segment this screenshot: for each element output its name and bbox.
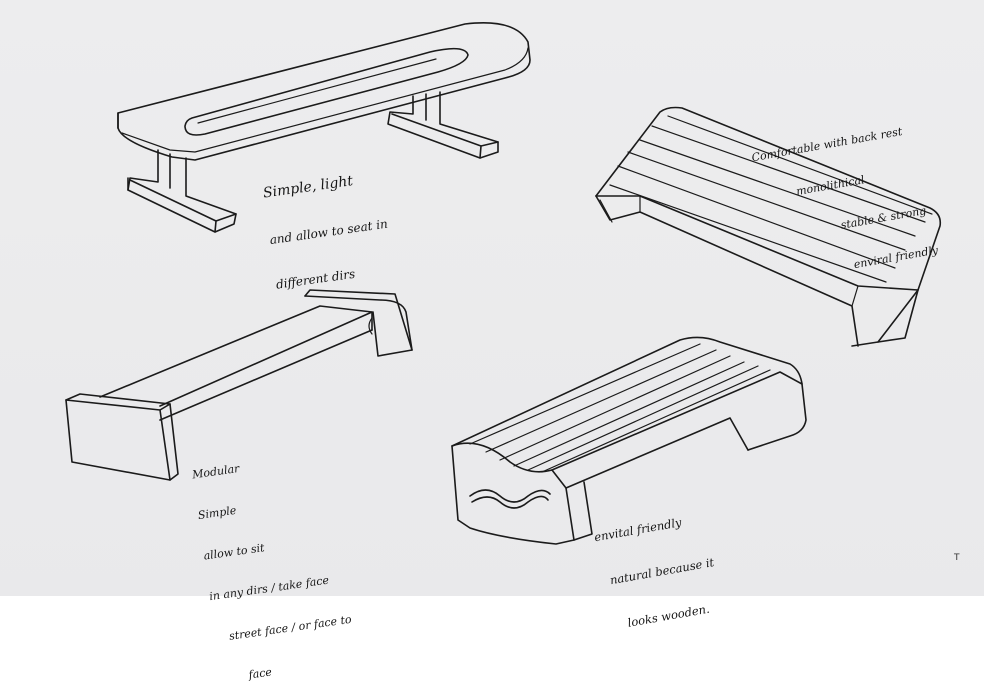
note-line: Simple bbox=[197, 503, 238, 522]
note-line: Modular bbox=[191, 461, 241, 481]
note-line: face bbox=[247, 665, 273, 682]
note-bench-simple: Simple, light and allow to seat in diffe… bbox=[258, 142, 396, 304]
note-line: monolithical bbox=[795, 173, 866, 198]
note-line: Comfortable with back rest bbox=[750, 124, 904, 164]
sketch-paper bbox=[0, 0, 1000, 615]
corner-mark: T bbox=[953, 553, 960, 563]
note-line: envital friendly bbox=[593, 515, 683, 545]
note-line: different dirs bbox=[275, 266, 356, 292]
note-line: in any dirs / take face bbox=[208, 573, 330, 604]
bench-sketch-slatted bbox=[451, 336, 807, 545]
bench-sketch-backrest bbox=[595, 106, 942, 347]
note-bench-backrest: Comfortable with back rest monolithical … bbox=[746, 95, 942, 300]
note-line: allow to sit bbox=[202, 541, 266, 563]
sketch-drawing: T bbox=[65, 22, 960, 563]
scan-margin-right bbox=[984, 0, 1000, 615]
note-line: looks wooden. bbox=[626, 601, 711, 630]
note-line: stable & strong bbox=[839, 203, 928, 232]
bench-sketch-modular bbox=[65, 289, 413, 481]
bench-sketch-simple-light bbox=[117, 22, 531, 233]
note-line: and allow to seat in bbox=[268, 216, 389, 248]
note-line: natural because it bbox=[608, 554, 716, 587]
note-line: street face / or face to bbox=[228, 612, 353, 643]
scan-margin-bottom bbox=[0, 596, 1000, 615]
note-line: Simple, light bbox=[262, 173, 354, 202]
